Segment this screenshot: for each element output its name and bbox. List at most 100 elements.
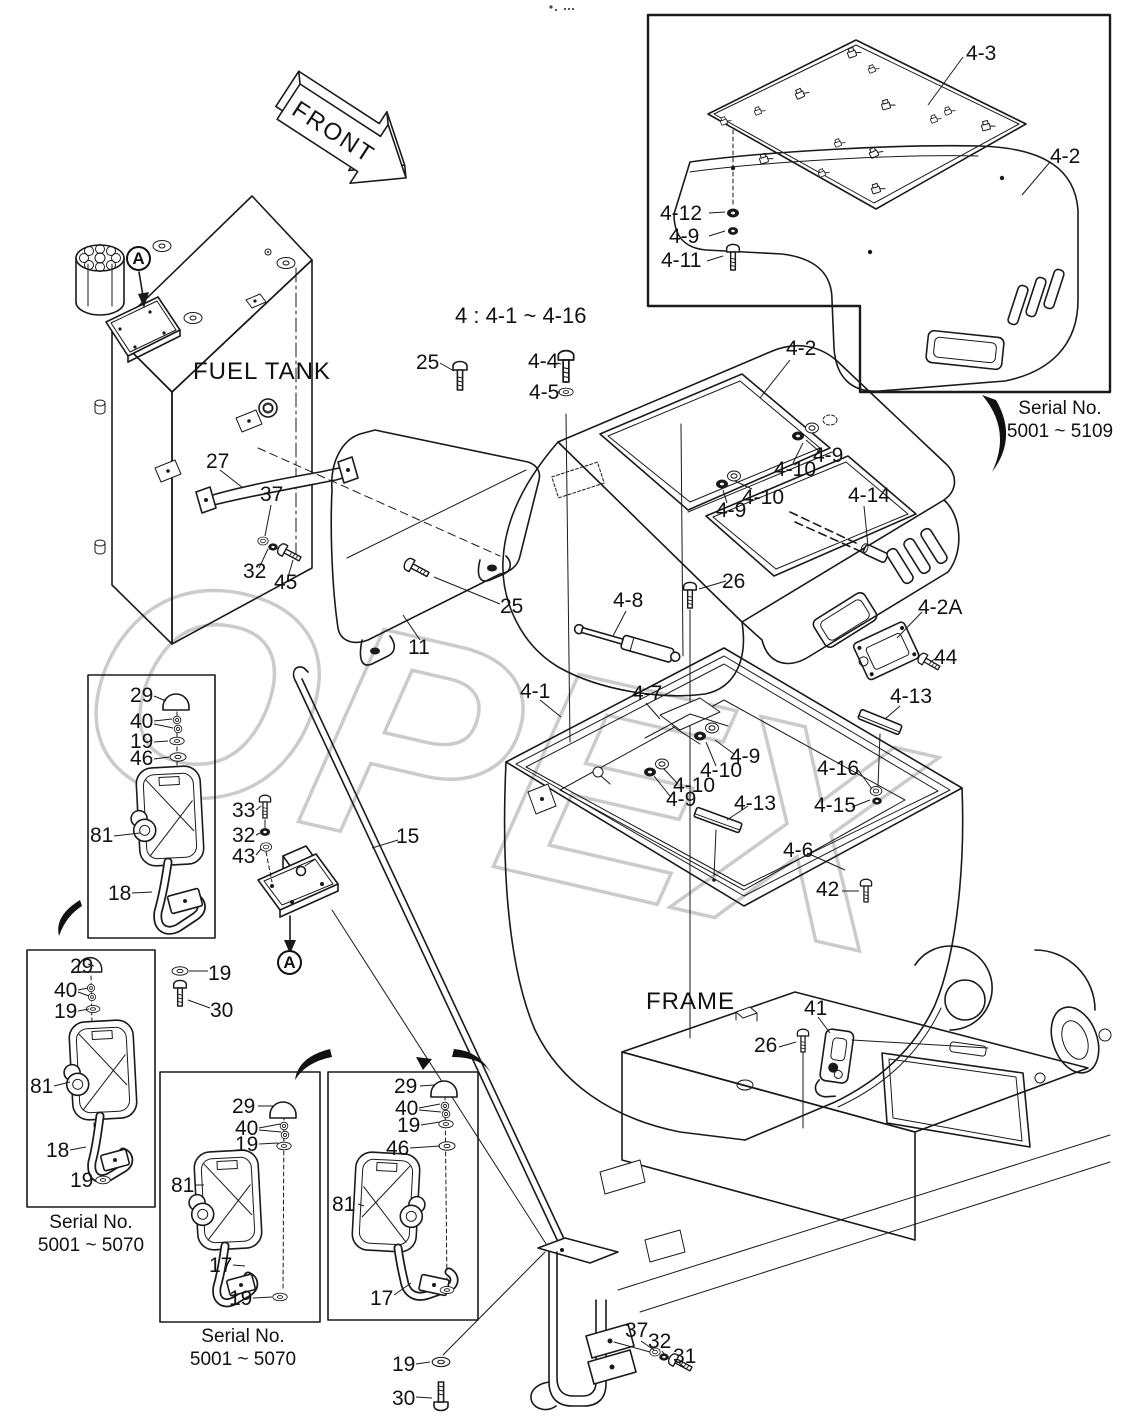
part-callout-32: 32 [648,1330,672,1353]
part-callout-31: 31 [673,1345,697,1368]
part-callout-4-10: 4-10 [700,759,743,782]
part-callout-4-7: 4-7 [632,682,663,705]
part-callout-18: 18 [108,882,132,905]
serial-note-3: Serial No. 5001 ~ 5070 [178,1326,308,1372]
part-callout-29: 29 [70,955,94,978]
part-callout-4-14: 4-14 [848,484,891,507]
part-callout-29: 29 [232,1095,256,1118]
part-callout-25: 25 [500,595,524,618]
frame [599,945,1112,1313]
part-callout-4-9: 4-9 [669,225,700,248]
part-callout-4-10: 4-10 [673,774,716,797]
frame-label: FRAME [646,988,735,1015]
fuel-tank [75,195,359,645]
mirror-box-2 [26,949,156,1208]
part-callout-4-10: 4-10 [774,458,817,481]
part-callout-25: 25 [416,351,440,374]
part-callout-4-15: 4-15 [814,794,857,817]
mirror-box-3 [159,1071,321,1323]
part-callout-4-2: 4-2 [1050,145,1081,168]
serial-note-2-line1: Serial No. [49,1212,133,1233]
mirror-box-4 [327,1071,479,1321]
part-callout-19: 19 [54,1000,78,1023]
part-callout-4-2: 4-2 [786,337,817,360]
part-callout-30: 30 [210,999,234,1022]
part-callout-4-13: 4-13 [890,685,933,708]
part-callout-19: 19 [392,1353,416,1376]
part-callout-17: 17 [209,1254,233,1277]
serial-note-2: Serial No. 5001 ~ 5070 [26,1212,156,1258]
inset-box [646,13,1112,472]
part-callout-19: 19 [229,1287,253,1310]
part-callout-19: 19 [208,962,232,985]
part-callout-81: 81 [171,1174,195,1197]
detail-marker-a-2: A [277,950,302,975]
part-callout-4-13: 4-13 [734,792,777,815]
part-callout-27: 27 [206,450,230,473]
front-arrow: FRONT [275,70,407,185]
part-callout-42: 42 [816,878,840,901]
part-callout-4-4: 4-4 [528,350,559,373]
part-callout-44: 44 [934,646,958,669]
part-callout-4-2A: 4-2A [918,596,963,619]
part-callout-19: 19 [130,730,154,753]
fuel-tank-label: FUEL TANK [193,358,331,385]
serial-note-1: Serial No. 5001 ~ 5109 [995,398,1123,444]
part-callout-11: 11 [408,636,430,659]
part-callout-45: 45 [274,571,298,594]
part-callout-46: 46 [130,747,154,770]
serial-note-3-line1: Serial No. [201,1326,285,1347]
part-callout-15: 15 [396,825,420,848]
mirror-box-1 [87,674,216,939]
part-callout-37: 37 [260,483,284,506]
serial-note-1-line1: Serial No. [1018,398,1102,419]
part-callout-40: 40 [54,979,78,1002]
part-callout-33: 33 [232,799,256,822]
main-cover-4-2 [502,345,960,1039]
part-callout-19: 19 [235,1133,259,1156]
part-callout-32: 32 [243,560,267,583]
part-callout-4-10: 4-10 [742,486,785,509]
part-callout-29: 29 [394,1075,418,1098]
part-callout-81: 81 [90,824,114,847]
bottom-bracket [415,1237,695,1412]
part-callout-18: 18 [46,1139,70,1162]
part-callout-43: 43 [232,845,256,868]
side-cover-11 [257,360,541,666]
part-callout-30: 30 [392,1387,416,1410]
part-callout-32: 32 [232,824,256,847]
swoosh-arrows [58,900,492,1080]
part-callout-40: 40 [130,710,154,733]
part-callout-4-9: 4-9 [813,444,844,467]
part-callout-4-16: 4-16 [817,757,860,780]
tiny-smudge [549,5,575,12]
detail-marker-a-1: A [126,246,151,271]
part-callout-19: 19 [397,1114,421,1137]
part-callout-40: 40 [395,1097,419,1120]
serial-note-1-line2: 5001 ~ 5109 [1006,420,1114,442]
part-callout-4-3: 4-3 [966,42,997,65]
part-callout-29: 29 [130,684,154,707]
part-callout-4-9: 4-9 [716,499,747,522]
cover-body-4-1 [503,610,964,1141]
part-callout-41: 41 [804,997,828,1020]
serial-note-3-line2: 5001 ~ 5070 [189,1348,297,1370]
part-callout-4-11: 4-11 [661,249,702,272]
part-callout-26: 26 [722,570,746,593]
mirror-rod-15 [171,666,567,1251]
part-callout-37: 37 [625,1319,649,1342]
part-callout-81: 81 [30,1075,54,1098]
part-callout-4-9: 4-9 [666,788,697,811]
part-callout-4-8: 4-8 [613,589,644,612]
plate-clips [718,44,996,195]
part-callout-26: 26 [754,1034,778,1057]
part-callout-17: 17 [370,1287,394,1310]
part-callout-40: 40 [235,1117,259,1140]
part-callout-4-5: 4-5 [529,381,560,404]
part-callout-4-9: 4-9 [730,745,761,768]
part-callout-19: 19 [70,1169,94,1192]
part-callout-4-6: 4-6 [783,839,814,862]
part-callout-4-1: 4-1 [520,680,551,703]
